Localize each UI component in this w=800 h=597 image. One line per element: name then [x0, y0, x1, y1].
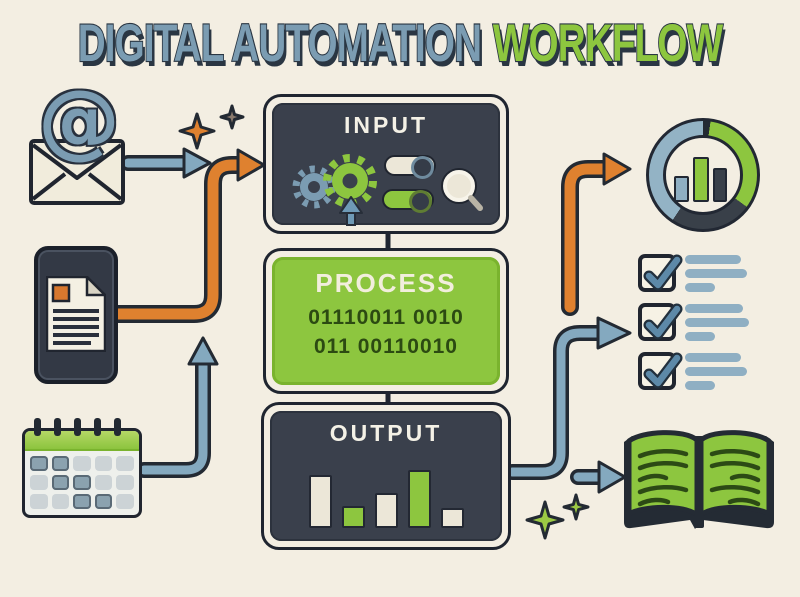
toggle-knob — [409, 190, 432, 213]
calendar-binding-rings — [22, 418, 142, 436]
bar — [674, 176, 689, 202]
arrow-to-book — [570, 460, 627, 494]
binary-code: 01110011 0010 011 00110010 — [272, 304, 500, 362]
text-lines — [685, 303, 749, 341]
magnifier-icon — [441, 168, 483, 211]
text-lines — [685, 254, 747, 292]
document-icon — [46, 276, 106, 352]
binary-line: 01110011 0010 — [308, 306, 464, 329]
title-main: DIGITAL AUTOMATION — [77, 12, 483, 74]
page-title: DIGITAL AUTOMATION WORKFLOW — [64, 12, 736, 74]
binary-line: 011 00110010 — [314, 334, 458, 358]
sparkle-icon — [178, 112, 216, 150]
checklist-item — [638, 352, 749, 390]
text-lines — [685, 352, 747, 390]
checklist-item — [638, 303, 749, 341]
bar — [440, 508, 464, 528]
checkbox-checked-icon — [638, 254, 683, 292]
process-label: PROCESS — [315, 268, 457, 298]
toggle-switch — [382, 189, 434, 213]
process-box: PROCESS 01110011 0010 011 00110010 — [263, 248, 509, 394]
output-box: OUTPUT — [261, 402, 511, 550]
arrow-up-icon — [339, 196, 363, 226]
calendar-icon — [22, 418, 142, 518]
checklist-icon — [638, 254, 749, 390]
sparkle-icon — [562, 493, 590, 521]
bar — [341, 506, 365, 528]
checkbox-checked-icon — [638, 303, 683, 341]
sparkle-icon — [219, 104, 245, 130]
sparkle-icon — [525, 500, 565, 540]
output-bar-chart — [270, 470, 502, 528]
at-symbol-icon: @ — [38, 73, 120, 168]
arrow-email-right — [120, 147, 212, 179]
calendar-grid — [25, 451, 139, 514]
donut-chart-icon — [646, 118, 760, 232]
checkbox-checked-icon — [638, 352, 683, 390]
calendar-header — [25, 431, 139, 451]
calendar-body — [22, 428, 142, 518]
output-label: OUTPUT — [329, 420, 443, 446]
bar — [374, 493, 398, 528]
arrow-phone-to-input — [109, 148, 266, 323]
toggle-knob — [411, 156, 434, 179]
title-accent: WORKFLOW — [492, 12, 724, 74]
arrow-output-to-checklist — [504, 316, 632, 480]
open-book-icon — [624, 430, 774, 529]
checklist-item — [638, 254, 749, 292]
bar — [308, 475, 332, 528]
bar — [693, 157, 709, 202]
gears-icon — [292, 154, 377, 226]
arrow-calendar-up — [136, 336, 219, 478]
arrow-up-to-donut — [561, 152, 632, 316]
bar — [407, 470, 431, 528]
bar — [713, 168, 727, 202]
input-box: INPUT — [263, 94, 509, 234]
envelope-icon — [29, 139, 125, 205]
input-label: INPUT — [344, 112, 428, 138]
toggle-switch — [384, 155, 436, 179]
